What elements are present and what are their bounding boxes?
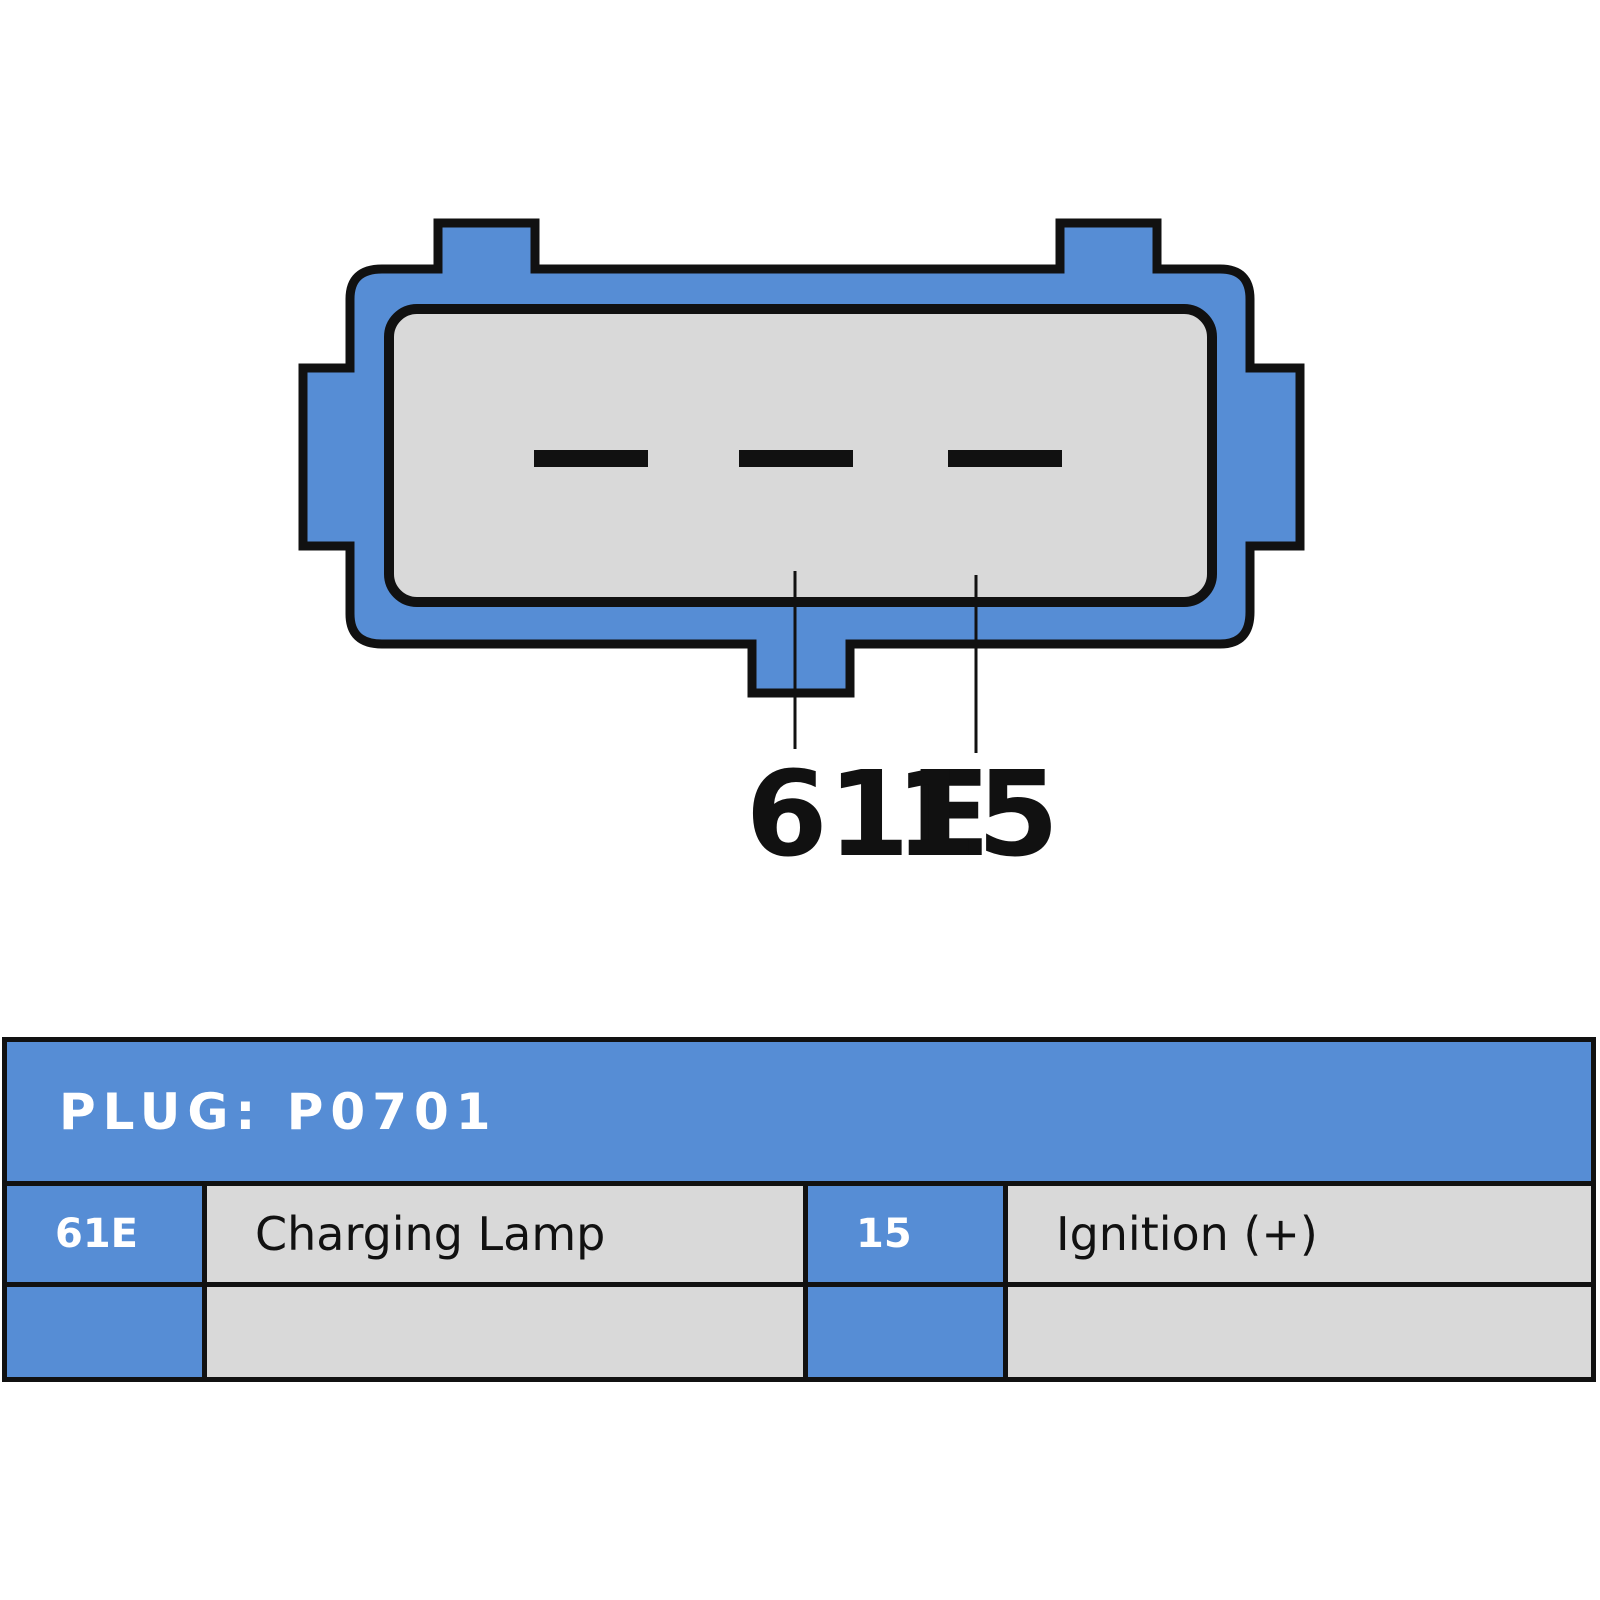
table-pin-cell-empty xyxy=(7,1287,202,1377)
terminal-slot-right xyxy=(948,450,1062,467)
pin-label-61e: 61E xyxy=(746,745,991,883)
table-pin-cell: 61E xyxy=(7,1186,202,1282)
pinout-table: PLUG: P0701 61E Charging Lamp 15 Ignitio… xyxy=(2,1037,1596,1382)
pin-label-15: 15 xyxy=(895,745,1059,883)
table-description-cell-empty xyxy=(207,1287,803,1377)
table-description-cell: Charging Lamp xyxy=(207,1186,803,1282)
table-pin-cell-empty xyxy=(808,1287,1003,1377)
terminal-slot-middle xyxy=(739,450,853,467)
plug-title: PLUG: P0701 xyxy=(7,1042,1591,1181)
table-pin-cell: 15 xyxy=(808,1186,1003,1282)
table-description-cell: Ignition (+) xyxy=(1008,1186,1591,1282)
table-description-cell-empty xyxy=(1008,1287,1591,1377)
terminal-slot-left xyxy=(534,450,648,467)
